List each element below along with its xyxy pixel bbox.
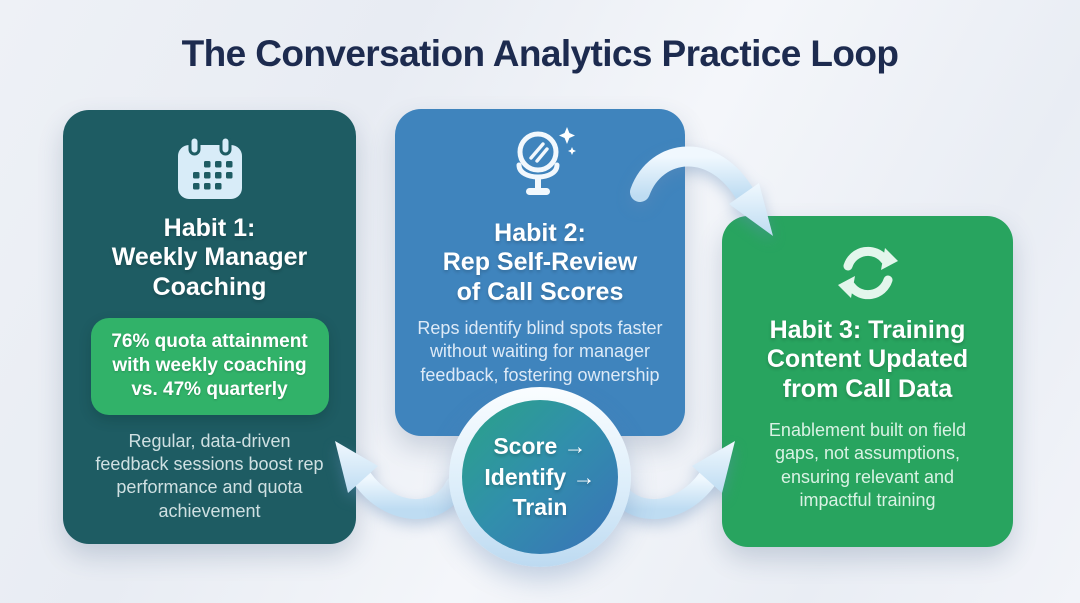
refresh-cycle-icon bbox=[722, 242, 1013, 304]
card-title-line: Weekly Manager bbox=[111, 243, 308, 272]
card-title-line: Content Updated bbox=[766, 345, 969, 374]
mirror-icon bbox=[395, 125, 685, 207]
habit-card-1: Habit 1: Weekly Manager Coaching 76% quo… bbox=[63, 110, 356, 544]
loop-step-identify: Identify → bbox=[484, 463, 596, 490]
card-title-line: of Call Scores bbox=[456, 277, 624, 306]
card-title: Habit 1: Weekly Manager Coaching bbox=[63, 214, 356, 302]
card-title: Habit 3: Training Content Updated from C… bbox=[722, 316, 1013, 404]
card-title-line: Habit 2: bbox=[494, 219, 586, 247]
card-title-line: Habit 3: Training bbox=[769, 316, 966, 344]
card-body: Reps identify blind spots faster without… bbox=[417, 317, 663, 385]
loop-step-train: Train bbox=[512, 494, 568, 521]
card-title-line: Habit 1: bbox=[163, 214, 256, 242]
stat-badge: 76% quota attainment with weekly coachin… bbox=[90, 317, 329, 415]
habit-card-2: Habit 2: Rep Self-Review of Call Scores … bbox=[395, 109, 685, 436]
card-body: Regular, data-driven feedback sessions b… bbox=[95, 430, 324, 521]
loop-step-score: Score → bbox=[493, 433, 587, 460]
loop-badge-halo: Score → Identify → Train bbox=[449, 387, 631, 567]
curved-arrow-left-icon bbox=[335, 441, 465, 519]
card-title-line: Coaching bbox=[152, 272, 267, 301]
card-body: Enablement built on field gaps, not assu… bbox=[768, 419, 967, 510]
page-title: The Conversation Analytics Practice Loop bbox=[181, 33, 899, 74]
card-title: Habit 2: Rep Self-Review of Call Scores bbox=[395, 219, 685, 307]
loop-badge: Score → Identify → Train bbox=[462, 400, 618, 554]
card-title-line: Rep Self-Review bbox=[442, 248, 638, 277]
curved-arrow-top-icon bbox=[630, 146, 773, 236]
habit-card-3: Habit 3: Training Content Updated from C… bbox=[722, 216, 1013, 547]
card-title-line: from Call Data bbox=[782, 374, 953, 403]
calendar-icon bbox=[63, 136, 356, 202]
